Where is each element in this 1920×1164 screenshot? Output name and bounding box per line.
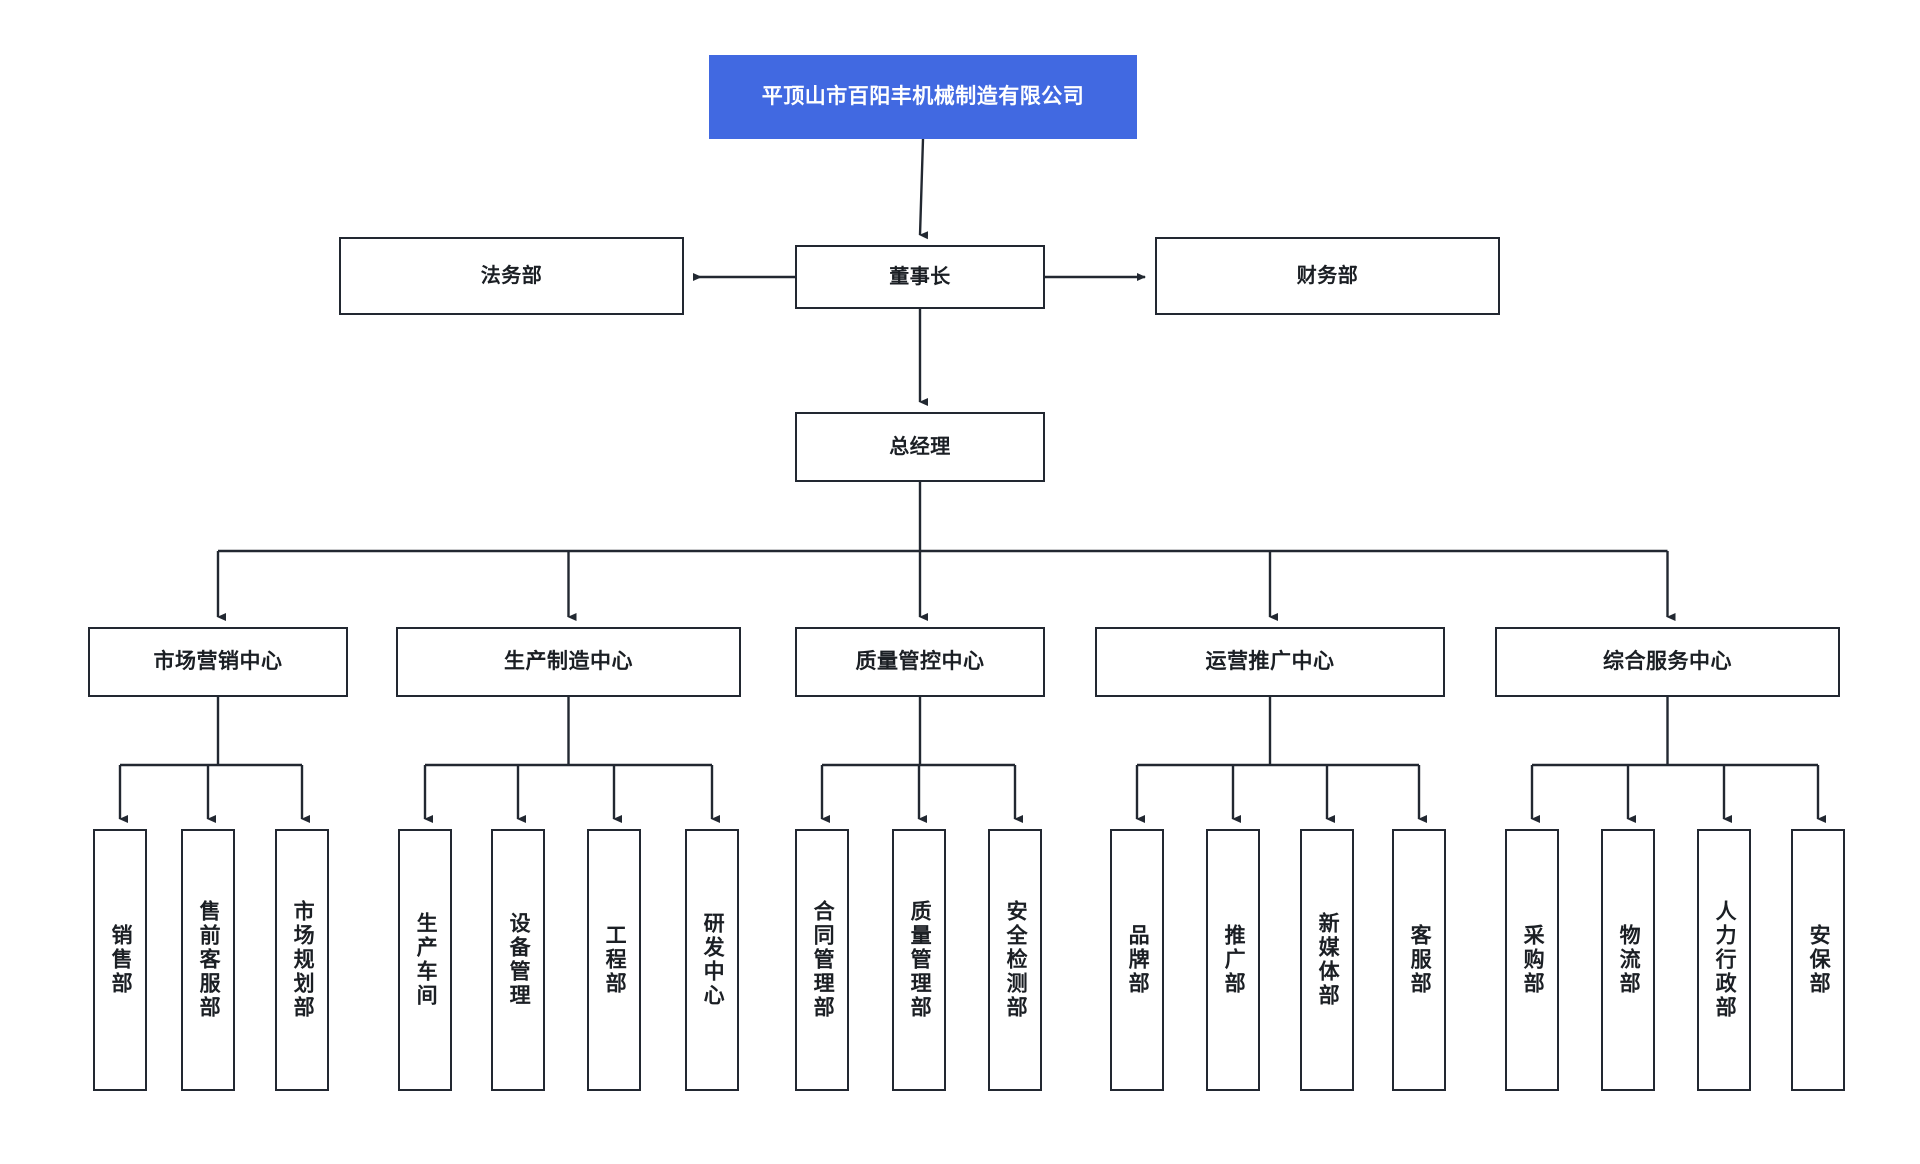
node-department-2-1[interactable]: 生产车间 [398, 829, 452, 1091]
node-label-department-5-2: 物流部 [1617, 924, 1641, 996]
connector-layer [118, 138, 1826, 823]
node-department-1-3[interactable]: 市场规划部 [275, 829, 329, 1091]
node-department-2-2[interactable]: 设备管理 [491, 829, 545, 1091]
node-label-department-4-1: 品牌部 [1126, 924, 1150, 996]
node-label-department-2-2: 设备管理 [507, 912, 531, 1008]
node-chairman[interactable]: 董事长 [795, 245, 1045, 309]
node-label-department-3-3: 安全检测部 [1004, 900, 1028, 1020]
node-department-3-2[interactable]: 质量管理部 [892, 829, 946, 1091]
node-label-department-2-4: 研发中心 [701, 912, 725, 1008]
node-label-finance-department: 财务部 [1296, 264, 1359, 287]
node-department-2-4[interactable]: 研发中心 [685, 829, 739, 1091]
node-label-center-2: 生产制造中心 [504, 649, 633, 673]
node-department-5-3[interactable]: 人力行政部 [1697, 829, 1751, 1091]
node-center-4[interactable]: 运营推广中心 [1095, 627, 1445, 697]
node-label-department-5-4: 安保部 [1807, 924, 1831, 996]
connector-root-to-chairman [918, 138, 929, 240]
node-department-4-1[interactable]: 品牌部 [1110, 829, 1164, 1091]
node-label-company: 平顶山市百阳丰机械制造有限公司 [761, 84, 1085, 108]
node-label-department-1-3: 市场规划部 [291, 900, 315, 1020]
node-label-legal-department: 法务部 [480, 264, 543, 287]
node-label-chairman: 董事长 [889, 265, 951, 288]
node-label-department-1-1: 销售部 [109, 924, 133, 996]
node-legal-department[interactable]: 法务部 [339, 237, 684, 315]
node-department-4-4[interactable]: 客服部 [1392, 829, 1446, 1091]
node-center-5[interactable]: 综合服务中心 [1495, 627, 1840, 697]
node-label-department-5-1: 采购部 [1521, 924, 1545, 996]
node-center-3[interactable]: 质量管控中心 [795, 627, 1045, 697]
node-label-department-4-3: 新媒体部 [1316, 912, 1340, 1008]
node-department-1-2[interactable]: 售前客服部 [181, 829, 235, 1091]
node-department-1-1[interactable]: 销售部 [93, 829, 147, 1091]
node-department-3-1[interactable]: 合同管理部 [795, 829, 849, 1091]
node-department-2-3[interactable]: 工程部 [587, 829, 641, 1091]
node-label-center-5: 综合服务中心 [1603, 649, 1732, 673]
node-center-1[interactable]: 市场营销中心 [88, 627, 348, 697]
node-label-center-3: 质量管控中心 [855, 649, 985, 673]
node-department-4-3[interactable]: 新媒体部 [1300, 829, 1354, 1091]
node-finance-department[interactable]: 财务部 [1155, 237, 1500, 315]
node-label-department-2-3: 工程部 [603, 924, 627, 996]
node-department-5-1[interactable]: 采购部 [1505, 829, 1559, 1091]
node-label-department-4-4: 客服部 [1408, 924, 1432, 996]
node-label-department-1-2: 售前客服部 [197, 900, 221, 1020]
node-label-department-5-3: 人力行政部 [1713, 900, 1737, 1020]
node-company-root[interactable]: 平顶山市百阳丰机械制造有限公司 [709, 55, 1137, 139]
node-department-5-2[interactable]: 物流部 [1601, 829, 1655, 1091]
node-department-5-4[interactable]: 安保部 [1791, 829, 1845, 1091]
node-label-department-4-2: 推广部 [1222, 924, 1246, 996]
node-label-department-2-1: 生产车间 [414, 912, 438, 1008]
node-general-manager[interactable]: 总经理 [795, 412, 1045, 482]
node-label-center-4: 运营推广中心 [1205, 649, 1335, 673]
node-center-2[interactable]: 生产制造中心 [396, 627, 741, 697]
node-department-4-2[interactable]: 推广部 [1206, 829, 1260, 1091]
node-department-3-3[interactable]: 安全检测部 [988, 829, 1042, 1091]
node-label-department-3-2: 质量管理部 [908, 900, 932, 1020]
node-label-center-1: 市场营销中心 [153, 649, 283, 673]
node-label-general-manager: 总经理 [889, 435, 951, 458]
node-label-department-3-1: 合同管理部 [811, 900, 835, 1020]
